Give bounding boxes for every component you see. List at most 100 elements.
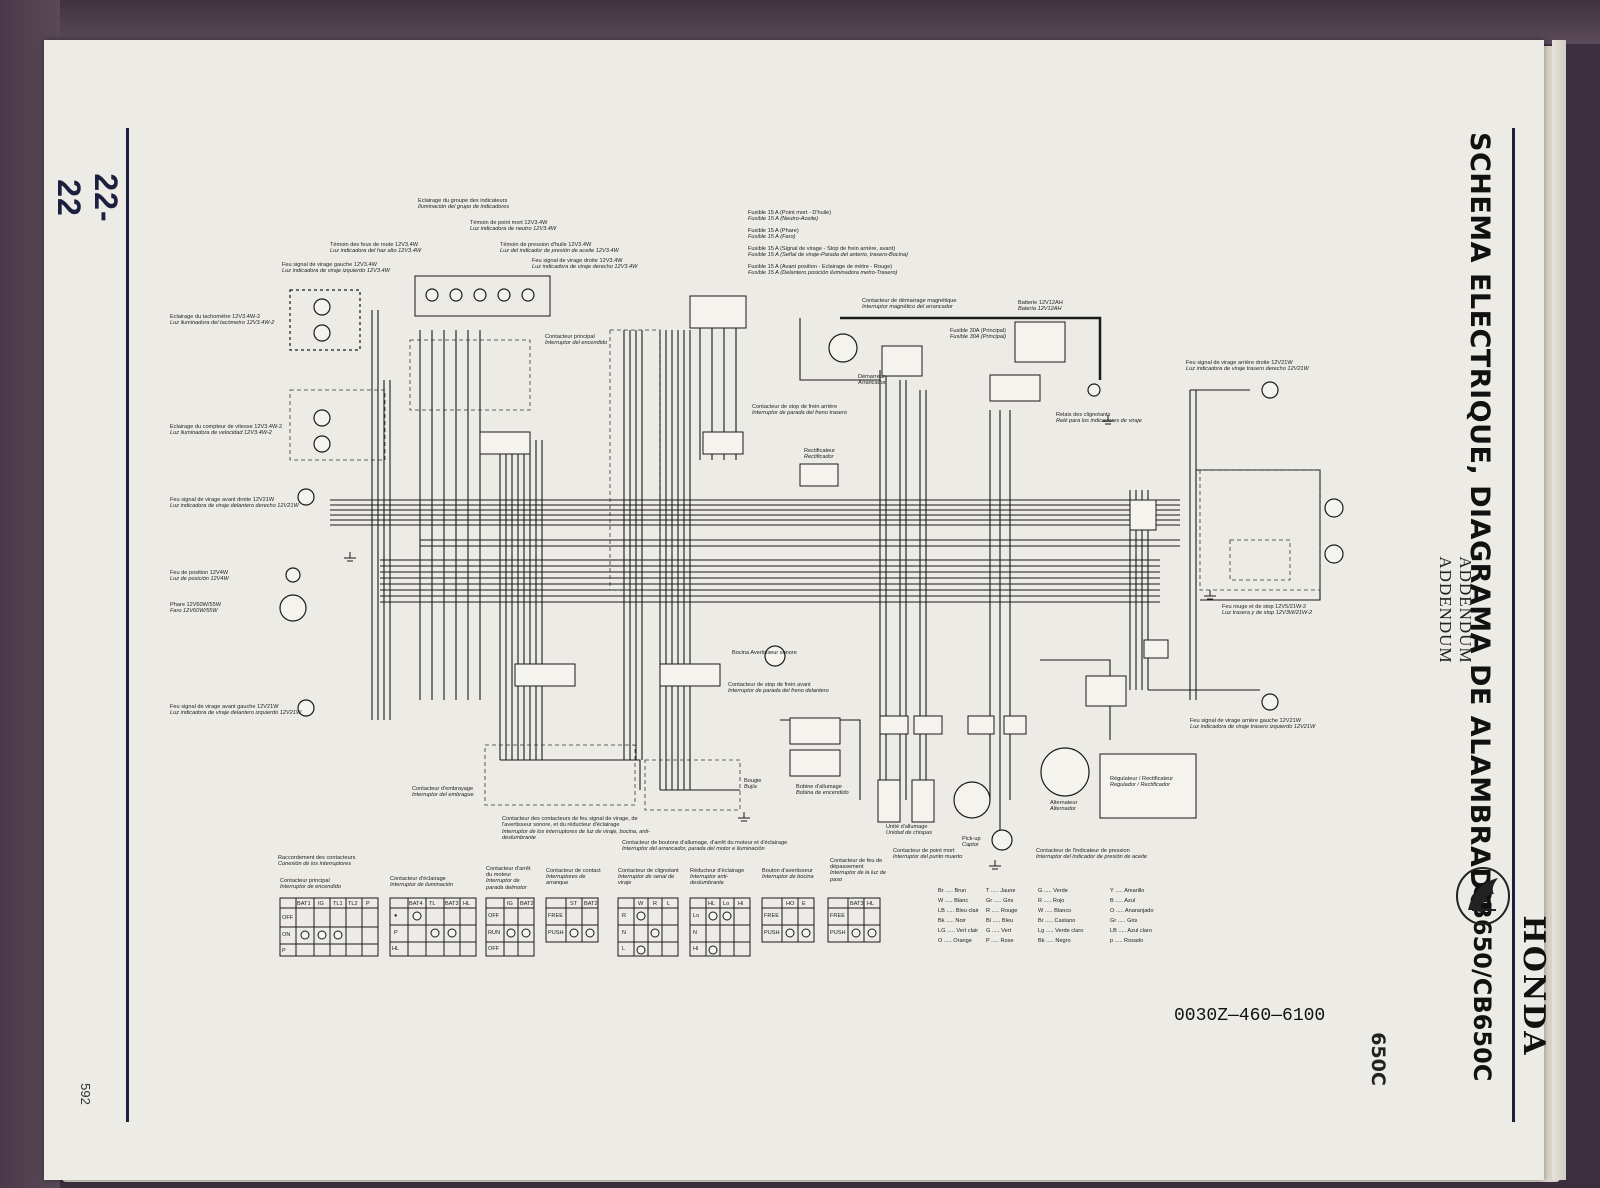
label-fuse-3: Fusible 15 A (Signal de virage - Stop de… [748, 246, 909, 259]
legend-item: B ..... Azul [1110, 898, 1136, 904]
legend-item: Gr ..... Gris [1110, 918, 1138, 924]
switch-row-label: P [282, 948, 286, 954]
label-left-handlebar-switch: Contacteur des contacteurs de feu signal… [502, 816, 651, 842]
switch-row-label: HL [392, 946, 400, 952]
legend-item: LB ..... Bleu clair [938, 908, 979, 914]
switch-col-label: R [653, 901, 658, 907]
switch-row-label: N [622, 930, 627, 936]
switch-row-label: FREE [764, 913, 779, 919]
legend-item: P ..... Rose [986, 938, 1014, 944]
switch-col-label: TL1 [333, 901, 343, 907]
switch-col-label: TL [429, 901, 436, 907]
legend-item: Br ..... Brun [938, 888, 967, 894]
switch-col-label: HL [463, 901, 471, 907]
label-fuse-2: Fusible 15 A (Phare)Fusible 15 A (Faro) [748, 228, 799, 241]
legend-item: O ..... Anaranjado [1110, 908, 1154, 914]
part-number: 0030Z—460—6100 [1174, 1006, 1326, 1026]
switch-col-label: ST [570, 901, 578, 907]
legend-item: W ..... Blanco [1038, 908, 1072, 914]
switch-col-label: HL [708, 901, 716, 907]
switch-col-label: BAT4 [409, 901, 423, 907]
switch-row-label: ON [282, 932, 291, 938]
legend-item: LB ..... Azul claro [1110, 928, 1152, 934]
label-fuse-4: Fusible 15 A (Avant position - Eclairage… [748, 264, 898, 277]
label-speedometer-light: Eclairage du compteur de vitesse 12V3.4W… [170, 424, 283, 437]
switch-col-label: BAT3 [850, 901, 864, 907]
switch-row-label: PUSH [764, 930, 780, 936]
switch-row-label: Hi [693, 946, 699, 952]
label-front-right-turn: Feu signal de virage avant droite 12V21W… [170, 497, 299, 510]
legend-item: Bl ..... Bleu [986, 918, 1014, 924]
switch-row-label: Lo [693, 913, 700, 919]
switch-row-label: N [693, 930, 698, 936]
switch-row-label: FREE [548, 913, 563, 919]
switch-row-label: OFF [488, 946, 500, 952]
switch-row-label: PUSH [830, 930, 846, 936]
switch-col-label: BAT3 [445, 901, 459, 907]
switch-row-label: FREE [830, 913, 845, 919]
switch-col-label: Hi [738, 901, 744, 907]
legend-item: R ..... Rouge [986, 908, 1018, 914]
label-fuse-1: Fusible 15 A (Point mort - D'huile)Fusib… [748, 210, 832, 223]
switch-row-label: ● [394, 913, 398, 919]
switch-col-label: HL [867, 901, 875, 907]
label-rear-right-turn: Feu signal de virage arrière droite 12V2… [1186, 360, 1309, 373]
switch-row-label: L [622, 946, 626, 952]
switch-row-label: OFF [488, 913, 500, 919]
switch-row-label: R [622, 913, 627, 919]
switch-col-label: IG [507, 901, 513, 907]
legend-item: O ..... Orange [938, 938, 972, 944]
legend-item: LG ..... Vert clair [938, 928, 979, 934]
switch-col-label: Lo [723, 901, 730, 907]
switch-row-label: RUN [488, 930, 501, 936]
legend-item: R ..... Rojo [1038, 898, 1065, 904]
switch-col-label: BAT1 [297, 901, 311, 907]
legend-item: Y ..... Amarillo [1110, 888, 1145, 894]
label-right-handlebar-switch: Contacteur de boutons d'allumage, d'arrê… [622, 840, 788, 853]
switch-col-label: IG [318, 901, 324, 907]
label-horn: Bocina Avertisseur sonore [732, 650, 797, 656]
switch-col-label: E [802, 901, 806, 907]
switch-row-label: OFF [282, 915, 294, 921]
legend-item: p ..... Rosado [1110, 938, 1144, 944]
legend-item: Br ..... Castano [1038, 918, 1076, 924]
legend-item: T ..... Jaune [986, 888, 1016, 894]
switch-col-label: L [667, 901, 671, 907]
label-front-left-turn: Feu signal de virage avant gauche 12V21W… [170, 704, 302, 717]
honda-wing-logo [1456, 867, 1510, 925]
label-rear-left-turn: Feu signal de virage arrière gauche 12V2… [1190, 718, 1316, 731]
switch-col-label: BAT2 [584, 901, 598, 907]
switch-row-label: P [394, 930, 398, 936]
legend-item: Lg ..... Verde claro [1038, 928, 1084, 934]
legend-item: G ..... Verde [1038, 888, 1068, 894]
